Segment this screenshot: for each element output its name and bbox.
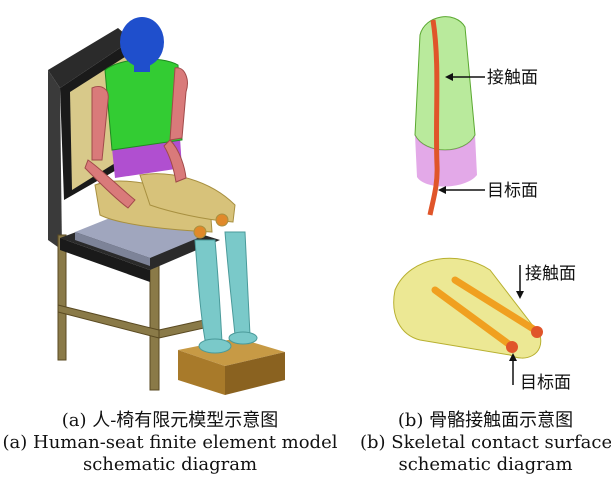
leg-target-label: 目标面 (520, 373, 571, 393)
caption-b-en-2: schematic diagram (360, 454, 611, 476)
translucent-leg-volume (394, 258, 541, 358)
spine-target-label: 目标面 (487, 181, 538, 201)
spine-contact-label: 接触面 (487, 68, 538, 88)
leg-contact-figure: 接触面 目标面 (380, 245, 611, 395)
caption-b-en-1: (b) Skeletal contact surface (360, 432, 611, 454)
caption-b-cn: (b) 骨骼接触面示意图 (360, 410, 611, 432)
footrest-box (178, 338, 285, 395)
translucent-torso-volume (415, 17, 475, 150)
caption-a-en-1: (a) Human-seat finite element model (0, 432, 340, 454)
caption-a-cn: (a) 人-椅有限元模型示意图 (0, 410, 340, 432)
shin (195, 232, 257, 353)
leg-contact-label: 接触面 (525, 264, 576, 284)
caption-figure-a: (a) 人-椅有限元模型示意图 (a) Human-seat finite el… (0, 410, 340, 476)
human-seat-model-figure (0, 0, 340, 405)
spine-contact-figure: 接触面 目标面 (395, 5, 611, 220)
caption-figure-b: (b) 骨骼接触面示意图 (b) Skeletal contact surfac… (360, 410, 611, 476)
caption-a-en-2: schematic diagram (0, 454, 340, 476)
